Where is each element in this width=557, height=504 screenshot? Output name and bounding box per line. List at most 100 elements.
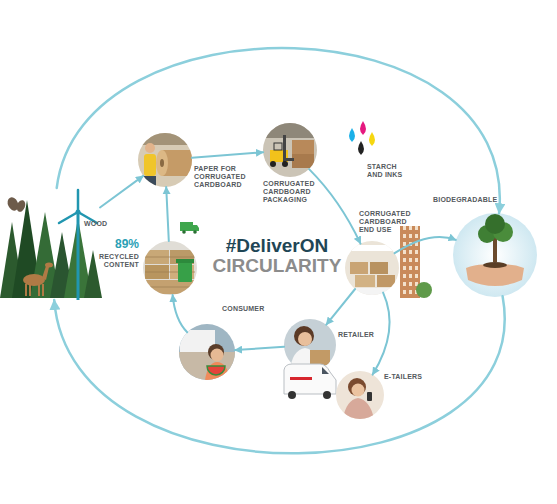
process-circle: E-TAILERS — [336, 371, 384, 419]
retailer-photo-part — [310, 350, 330, 365]
consumer-photo-part — [179, 352, 235, 380]
node-label: E-TAILERS — [384, 373, 422, 381]
deer-illustration-part — [25, 284, 27, 296]
packaging-photo-part — [282, 161, 288, 167]
wind-turbine — [59, 190, 97, 300]
van-illustration-part — [323, 391, 331, 399]
cycle-arc — [54, 296, 505, 453]
node-label: CORRUGATED CARDBOARD END USE — [359, 210, 415, 234]
biodegradable-illustration-part — [483, 262, 507, 268]
node-label: BIODEGRADABLE — [433, 196, 497, 204]
paper-mill-photo-part — [144, 154, 156, 176]
butterfly-illustration-part — [15, 199, 27, 213]
e-tailer-photo-part — [352, 384, 365, 397]
end-use-photo-part — [345, 288, 399, 296]
recycling-photo-part — [145, 257, 195, 287]
ink-drops-part — [358, 141, 364, 155]
end-use-photo-part — [345, 241, 399, 295]
butterfly-illustration — [6, 196, 27, 213]
retailer-photo-part — [284, 319, 336, 371]
node-label: CONSUMER — [222, 305, 264, 313]
end-use-photo-part — [355, 275, 375, 287]
paper-mill-photo-part — [138, 133, 192, 187]
ink-drops-part — [360, 121, 366, 135]
recycling-photo-part — [143, 241, 197, 295]
truck-icon-part — [180, 222, 193, 231]
e-tailer-photo-part — [348, 378, 366, 396]
truck-icon-part — [193, 225, 199, 231]
flow-arrow — [100, 176, 143, 208]
deer-illustration-part — [42, 284, 44, 296]
process-circle: PAPER FOR CORRUGATED CARDBOARD — [138, 133, 192, 187]
retailer-photo-part — [298, 332, 312, 346]
process-circle: CONSUMER — [179, 324, 235, 380]
biodegradable-illustration-part — [453, 213, 537, 297]
van-illustration — [284, 364, 336, 399]
packaging-photo-part — [263, 123, 317, 177]
van-illustration-part — [284, 364, 336, 394]
consumer-photo-part — [207, 366, 225, 375]
node-label: PAPER FOR CORRUGATED CARDBOARD — [194, 165, 248, 189]
biodegradable-illustration-part — [485, 214, 505, 234]
packaging-photo-part — [270, 161, 276, 167]
building-illustration-part — [416, 282, 432, 298]
flow-arrow — [326, 289, 355, 325]
packaging-photo-part — [274, 143, 282, 150]
paper-mill-photo-part — [160, 159, 164, 167]
deer-illustration-part — [29, 284, 31, 296]
e-tailer-photo — [336, 371, 384, 419]
annotation-label: STARCH AND INKS — [367, 163, 409, 179]
flow-arrow — [235, 347, 284, 350]
process-circle: RETAILER — [284, 319, 336, 371]
e-tailer-photo-part — [343, 398, 374, 419]
node-label: WOOD — [84, 220, 107, 228]
consumer-photo-part — [179, 324, 235, 380]
end-use-photo-part — [370, 262, 388, 274]
consumer-photo-part — [211, 349, 224, 362]
forest-illustration — [0, 200, 102, 298]
recycling-photo-part — [176, 259, 194, 263]
paper-mill-photo-part — [145, 143, 155, 153]
process-circle: CORRUGATED CARDBOARD END USE — [345, 241, 399, 295]
diagram-title: #DeliverON CIRCULARITY — [207, 236, 347, 276]
ink-drops — [349, 121, 375, 155]
e-tailer-photo-part — [336, 371, 384, 419]
wind-turbine-part — [77, 212, 80, 300]
retailer-photo — [284, 319, 336, 371]
flow-arrow — [166, 187, 169, 241]
node-label: CORRUGATED CARDBOARD PACKAGING — [263, 180, 317, 204]
wind-turbine-part — [59, 190, 97, 223]
deer-illustration-part — [42, 266, 49, 280]
flow-arrow — [192, 152, 263, 158]
flow-arrow — [173, 295, 188, 332]
truck-icon-part — [193, 230, 197, 234]
source-node: WOOD — [0, 188, 100, 300]
end-use-photo — [345, 241, 399, 296]
flow-arrow — [373, 293, 390, 375]
node-sublabel: RECYCLED CONTENT — [91, 253, 139, 269]
packaging-photo-part — [292, 154, 314, 168]
flow-arrow — [395, 237, 456, 253]
e-tailer-photo-part — [367, 392, 372, 401]
truck-icon — [180, 222, 199, 234]
packaging-photo-part — [263, 123, 317, 138]
cycle-arc — [57, 48, 500, 213]
flow-arrow — [309, 169, 360, 244]
packaging-photo-part — [286, 158, 294, 161]
van-illustration-part — [290, 377, 312, 380]
packaging-photo-part — [292, 140, 314, 154]
end-use-photo-part — [350, 262, 368, 274]
node-label: RETAILER — [338, 331, 374, 339]
deer-illustration-part — [45, 263, 53, 268]
recycling-photo-part — [178, 262, 192, 282]
wind-turbine-part — [76, 210, 81, 215]
paper-mill-photo — [138, 133, 192, 188]
process-circle: 89%RECYCLED CONTENT — [143, 241, 197, 295]
truck-icon-part — [182, 230, 186, 234]
paper-mill-photo-part — [138, 133, 192, 145]
consumer-photo-part — [205, 362, 230, 380]
van-illustration-part — [322, 367, 329, 374]
node-label: 89% — [91, 238, 139, 251]
process-circle: CORRUGATED CARDBOARD PACKAGING — [263, 123, 317, 177]
